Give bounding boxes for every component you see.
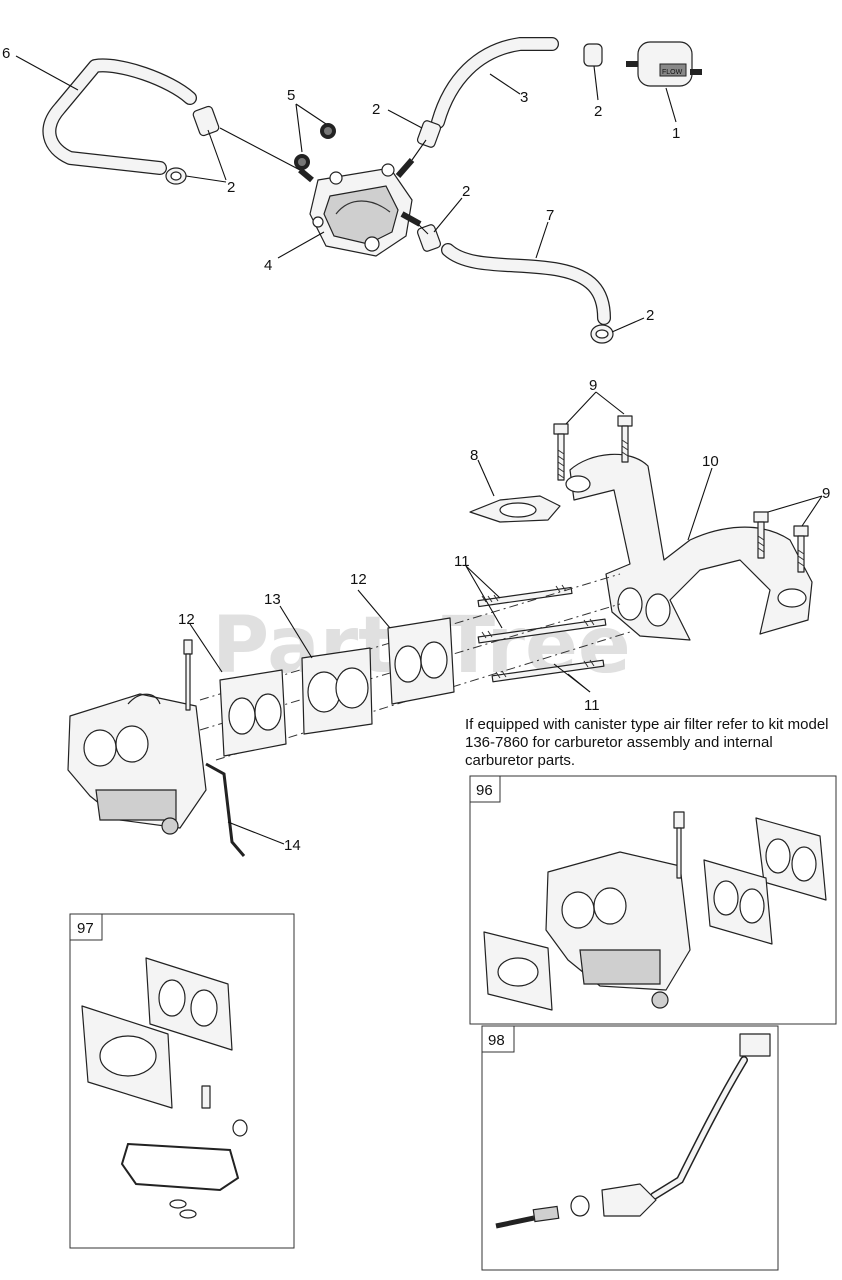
choke-rod-14 [205, 762, 246, 857]
gasket-8 [469, 495, 561, 523]
callout-2-filter: 2 [594, 103, 602, 120]
fuel-pump-4 [298, 158, 422, 257]
callout-1: 1 [672, 125, 680, 142]
hose-clamp-2d [583, 43, 603, 67]
callout-4: 4 [264, 257, 272, 274]
callout-8: 8 [470, 447, 478, 464]
pump-screw-5b [294, 154, 310, 170]
callout-9-top: 9 [589, 377, 597, 394]
callout-2-hose7: 2 [646, 307, 654, 324]
callout-11-top: 11 [454, 553, 470, 570]
bolt-9b [617, 415, 633, 463]
hose-clamp-2f [590, 324, 614, 344]
kit-97-panel: 97 [69, 913, 295, 1249]
fuel-hose-6 [42, 58, 197, 175]
callout-6: 6 [2, 45, 10, 62]
kit-96-panel: 96 [469, 775, 837, 1025]
fuel-hose-7 [441, 243, 611, 325]
fuel-hose-3 [431, 37, 559, 129]
kit-96-label: 96 [476, 782, 493, 799]
kit-98-label: 98 [488, 1032, 505, 1049]
callout-5: 5 [287, 87, 295, 104]
hose-clamp-2c [416, 120, 442, 148]
callout-11-bottom: 11 [584, 697, 600, 714]
pump-screw-5a [320, 123, 336, 139]
bolt-9c [753, 511, 769, 559]
intake-manifold-10 [565, 453, 813, 641]
callout-9-right: 9 [822, 485, 830, 502]
hose-clamp-2b [165, 167, 187, 185]
stud-11a [477, 584, 573, 608]
callout-2-pump-bottom: 2 [462, 183, 470, 200]
callout-12-right: 12 [350, 571, 367, 588]
hose-clamp-2a [192, 105, 220, 137]
kit-97-label: 97 [77, 920, 94, 937]
carburetor-assembly [67, 639, 207, 835]
gasket-12b [219, 669, 287, 757]
filter-flow-label: FLOW [662, 69, 683, 76]
callout-3: 3 [520, 89, 528, 106]
callout-2-pump-top: 2 [372, 101, 380, 118]
gasket-12a [387, 617, 455, 705]
fuel-filter-1: FLOW [626, 41, 702, 87]
bolt-9a [553, 423, 569, 481]
callout-14: 14 [284, 837, 301, 854]
callout-7: 7 [546, 207, 554, 224]
callout-13: 13 [264, 591, 281, 608]
bolt-9d [793, 525, 809, 573]
kit-98-panel: 98 [481, 1025, 779, 1271]
callout-12-left: 12 [178, 611, 195, 628]
canister-filter-note: If equipped with canister type air filte… [465, 716, 829, 769]
callout-10: 10 [702, 453, 719, 470]
stud-11c [491, 659, 605, 683]
spacer-13 [301, 647, 373, 735]
callout-2-hose6: 2 [227, 179, 235, 196]
